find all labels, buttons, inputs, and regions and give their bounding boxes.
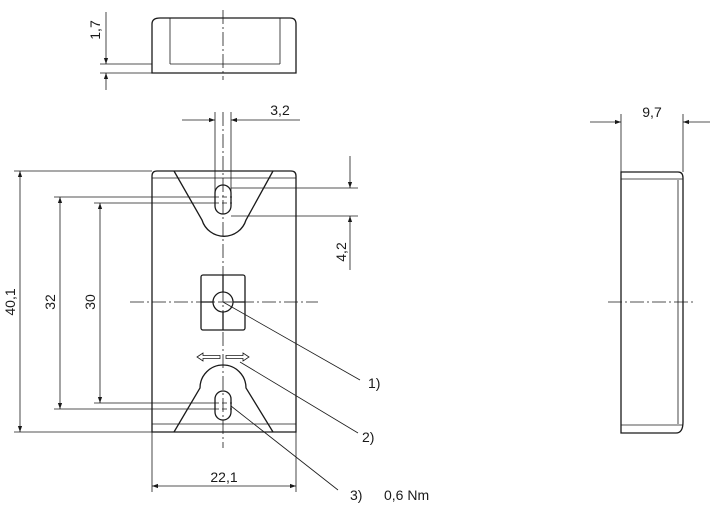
callout-2: 2)	[362, 429, 374, 445]
dim-total-height: 40,1	[2, 288, 18, 315]
side-view: 9,7	[590, 104, 710, 434]
dim-height-top-view: 1,7	[87, 20, 103, 40]
leader-3	[230, 405, 339, 491]
front-view-outline	[151, 170, 297, 433]
front-view: 3,2 4,2 40,1 32 30 22,1	[2, 102, 361, 492]
dim-slot-width: 3,2	[270, 102, 290, 118]
dim-hole-spacing-inner: 30	[82, 294, 98, 310]
lower-slot-recess	[173, 364, 274, 433]
dim-slot-height: 4,2	[333, 242, 349, 262]
top-view-outline	[151, 17, 297, 74]
side-view-outline	[620, 171, 684, 434]
dim-total-width: 22,1	[210, 469, 237, 485]
dim-hole-spacing-outer: 32	[42, 294, 58, 310]
callout-torque: 0,6 Nm	[384, 487, 429, 503]
direction-arrows-icon	[196, 352, 250, 362]
dim-depth-side-view: 9,7	[642, 104, 662, 120]
callout-3: 3)	[350, 487, 362, 503]
callout-1: 1)	[368, 375, 380, 391]
upper-slot-recess	[173, 170, 274, 237]
leader-1	[222, 301, 361, 381]
top-view: 1,7	[87, 10, 297, 90]
leader-2	[239, 361, 359, 434]
